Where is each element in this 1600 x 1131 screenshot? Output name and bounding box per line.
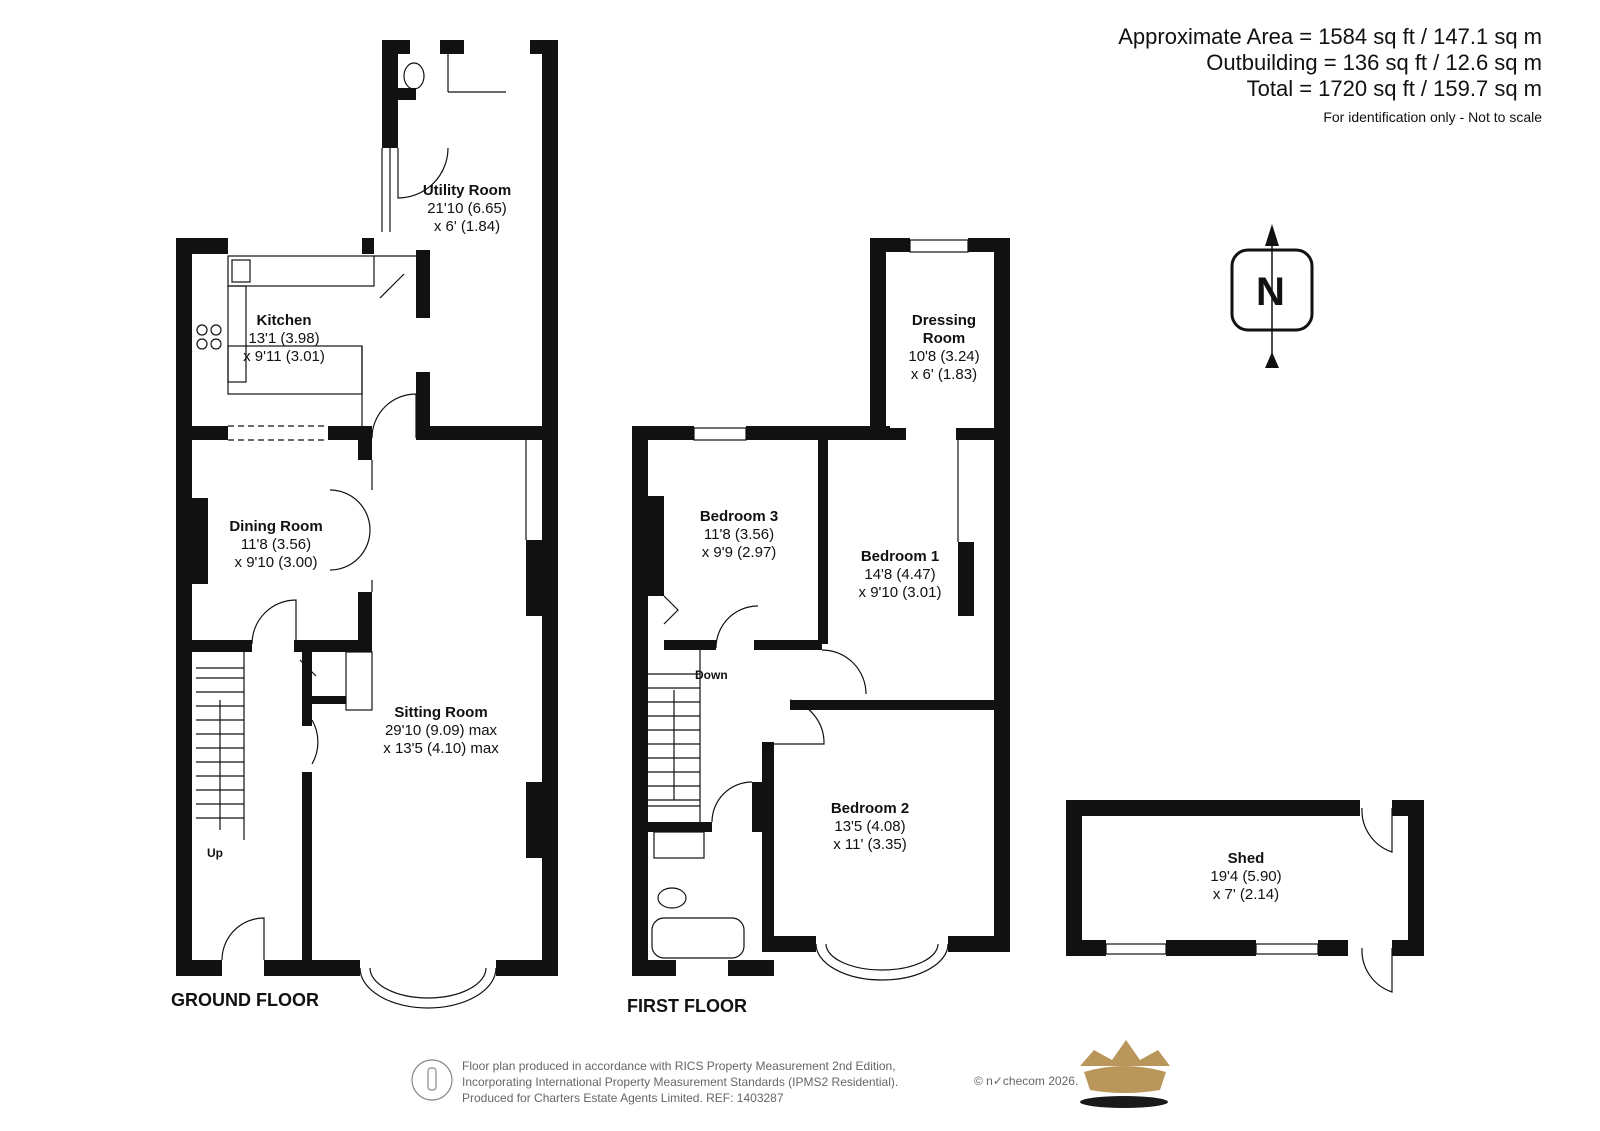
- dining-room-label: Dining Room 11'8 (3.56) x 9'10 (3.00): [229, 518, 322, 572]
- bedroom1-label: Bedroom 1 14'8 (4.47) x 9'10 (3.01): [859, 548, 942, 602]
- compass-letter: N: [1256, 270, 1285, 314]
- footer-line2: Incorporating International Property Mea…: [462, 1075, 899, 1089]
- ground-stairs: [196, 677, 244, 830]
- dressing-room-dim2: x 6' (1.83): [910, 366, 978, 383]
- dressing-room-name1: Dressing: [911, 312, 977, 329]
- kitchen-label: Kitchen 13'1 (3.98) x 9'11 (3.01): [243, 312, 325, 366]
- utility-room-label: Utility Room 21'10 (6.65) x 6' (1.84): [423, 182, 511, 236]
- estate-agent-logo: [1080, 1040, 1170, 1108]
- ground-floor-title: GROUND FLOOR: [171, 990, 319, 1010]
- bedroom2-label: Bedroom 2 13'5 (4.08) x 11' (3.35): [831, 800, 909, 854]
- shed-dim1: 19'4 (5.90): [1210, 868, 1282, 885]
- approximate-area: Approximate Area = 1584 sq ft / 147.1 sq…: [1118, 24, 1542, 49]
- total-area: Total = 1720 sq ft / 159.7 sq m: [1246, 76, 1542, 101]
- bedroom2-dim1: 13'5 (4.08): [834, 818, 906, 835]
- outbuilding-area: Outbuilding = 136 sq ft / 12.6 sq m: [1206, 50, 1542, 75]
- utility-room-dim2: x 6' (1.84): [433, 218, 501, 235]
- bedroom1-name: Bedroom 1: [860, 548, 940, 565]
- dining-room-dim2: x 9'10 (3.00): [234, 554, 318, 571]
- sitting-room-name: Sitting Room: [394, 704, 488, 721]
- scale-note: For identification only - Not to scale: [1323, 109, 1542, 125]
- shed-walls: [1066, 800, 1424, 956]
- footer-line3: Produced for Charters Estate Agents Limi…: [462, 1091, 784, 1105]
- rics-icon: [411, 1059, 453, 1101]
- bedroom1-dim1: 14'8 (4.47): [864, 566, 936, 583]
- first-stairs: [648, 687, 700, 801]
- footer-line1: Floor plan produced in accordance with R…: [462, 1059, 896, 1073]
- dining-room-dim1: 11'8 (3.56): [240, 536, 312, 553]
- dressing-room-name2: Room: [922, 330, 966, 347]
- copyright-text: © n✓checom 2026.: [974, 1074, 1079, 1088]
- utility-room-name: Utility Room: [422, 182, 512, 199]
- utility-room-dim1: 21'10 (6.65): [427, 200, 507, 217]
- shed-fixtures: [1105, 807, 1393, 993]
- sitting-room-dim2: x 13'5 (4.10) max: [383, 740, 499, 757]
- ground-floor-fixtures: [196, 54, 527, 1009]
- sitting-room-dim1: 29'10 (9.09) max: [384, 722, 498, 739]
- first-floor-fixtures: [648, 239, 969, 981]
- dressing-room-dim1: 10'8 (3.24): [908, 348, 980, 365]
- dressing-room-label: Dressing Room 10'8 (3.24) x 6' (1.83): [908, 312, 979, 384]
- dining-room-name: Dining Room: [229, 518, 323, 535]
- bedroom3-label: Bedroom 3 11'8 (3.56) x 9'9 (2.97): [700, 508, 778, 562]
- stairs-down-label: Down: [695, 668, 728, 682]
- area-summary: Approximate Area = 1584 sq ft / 147.1 sq…: [1118, 24, 1542, 130]
- bedroom3-dim2: x 9'9 (2.97): [701, 544, 777, 561]
- stairs-up-label: Up: [207, 846, 223, 860]
- footer-text: Floor plan produced in accordance with R…: [462, 1058, 898, 1106]
- bedroom1-dim2: x 9'10 (3.01): [858, 584, 942, 601]
- bedroom2-name: Bedroom 2: [830, 800, 910, 817]
- shed-dim2: x 7' (2.14): [1212, 886, 1280, 903]
- bedroom3-name: Bedroom 3: [699, 508, 779, 525]
- sitting-room-label: Sitting Room 29'10 (9.09) max x 13'5 (4.…: [383, 704, 498, 758]
- kitchen-dim1: 13'1 (3.98): [248, 330, 320, 347]
- bedroom3-dim1: 11'8 (3.56): [703, 526, 775, 543]
- north-compass: [1230, 224, 1314, 368]
- shed-label: Shed 19'4 (5.90) x 7' (2.14): [1210, 850, 1281, 904]
- first-floor-title: FIRST FLOOR: [627, 996, 747, 1016]
- bedroom2-dim2: x 11' (3.35): [833, 836, 907, 853]
- ground-floor-walls: [176, 40, 558, 976]
- kitchen-name: Kitchen: [256, 312, 312, 329]
- shed-name: Shed: [1227, 850, 1265, 867]
- kitchen-dim2: x 9'11 (3.01): [243, 348, 325, 365]
- first-floor-walls: [632, 238, 1010, 976]
